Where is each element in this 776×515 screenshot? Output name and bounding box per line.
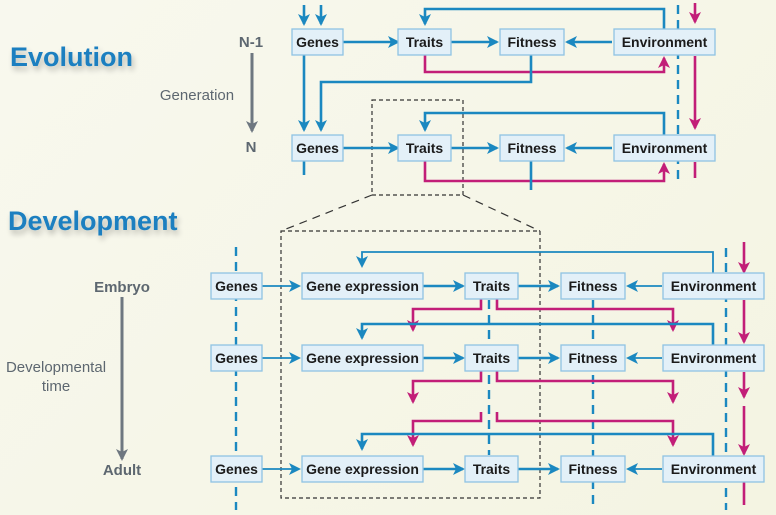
svg-text:Traits: Traits — [473, 350, 511, 366]
node-gene-expression: Gene expression — [301, 272, 424, 300]
svg-text:Gene expression: Gene expression — [306, 461, 419, 477]
svg-text:Environment: Environment — [671, 461, 757, 477]
node-fitness: Fitness — [560, 344, 626, 372]
svg-text:Environment: Environment — [622, 34, 708, 50]
environment-to-traits-arrow — [419, 7, 666, 29]
environment-to-expression-arrow — [356, 322, 715, 345]
development-end-label: Adult — [103, 462, 141, 479]
svg-text:Gene expression: Gene expression — [306, 350, 419, 366]
node-genes: Genes — [291, 134, 344, 162]
svg-text:Fitness: Fitness — [568, 350, 617, 366]
svg-text:Genes: Genes — [215, 278, 258, 294]
node-traits: Traits — [397, 134, 452, 162]
development-zoom-region — [280, 230, 541, 499]
node-gene-expression: Gene expression — [301, 455, 424, 483]
generation-axis-label: Generation — [160, 87, 234, 104]
traits-to-expression-feedback — [407, 371, 483, 404]
traits-to-environment-feedback — [495, 299, 679, 332]
svg-text:Genes: Genes — [215, 350, 258, 366]
svg-text:Fitness: Fitness — [568, 278, 617, 294]
node-environment: Environment — [613, 28, 716, 56]
traits-to-environment-arrow — [423, 55, 670, 74]
zoom-connector-left — [280, 194, 373, 232]
node-environment: Environment — [662, 344, 765, 372]
node-fitness: Fitness — [499, 28, 565, 56]
svg-text:Genes: Genes — [215, 461, 258, 477]
development-title: Development — [8, 206, 178, 236]
generation-start-label: N-1 — [239, 34, 263, 51]
development-start-label: Embryo — [94, 279, 150, 296]
svg-text:Environment: Environment — [671, 278, 757, 294]
svg-text:Genes: Genes — [296, 34, 339, 50]
development-nodes: Genes Gene expression Traits Fitness Env… — [210, 272, 765, 483]
node-fitness: Fitness — [560, 272, 626, 300]
node-traits: Traits — [464, 272, 519, 300]
node-fitness: Fitness — [499, 134, 565, 162]
traits-to-environment-feedback — [495, 371, 679, 404]
node-fitness: Fitness — [560, 455, 626, 483]
node-genes: Genes — [210, 272, 263, 300]
svg-text:Traits: Traits — [406, 140, 444, 156]
environment-to-traits-arrow — [419, 111, 666, 135]
node-environment: Environment — [613, 134, 716, 162]
node-gene-expression: Gene expression — [301, 344, 424, 372]
svg-text:Gene expression: Gene expression — [306, 278, 419, 294]
environment-to-expression-arrow — [356, 432, 715, 456]
svg-text:Fitness: Fitness — [568, 461, 617, 477]
generation-end-label: N — [246, 139, 257, 156]
node-genes: Genes — [210, 455, 263, 483]
traits-to-environment-feedback — [495, 412, 679, 447]
development-axis-label-line1: Developmental — [6, 359, 106, 376]
svg-text:Fitness: Fitness — [507, 140, 556, 156]
svg-text:Fitness: Fitness — [507, 34, 556, 50]
svg-text:Environment: Environment — [622, 140, 708, 156]
node-environment: Environment — [662, 272, 765, 300]
node-environment: Environment — [662, 455, 765, 483]
development-axis-label-line2: time — [42, 378, 70, 395]
svg-text:Traits: Traits — [473, 278, 511, 294]
node-traits: Traits — [397, 28, 452, 56]
svg-text:Environment: Environment — [671, 350, 757, 366]
evolution-nodes: Genes Traits Fitness Environment Genes T… — [291, 28, 716, 162]
node-traits: Traits — [464, 344, 519, 372]
traits-to-environment-arrow — [423, 161, 670, 183]
svg-text:Traits: Traits — [406, 34, 444, 50]
environment-to-expression-arrow — [356, 251, 714, 273]
traits-to-expression-feedback — [407, 299, 483, 332]
node-genes: Genes — [210, 344, 263, 372]
node-genes: Genes — [291, 28, 344, 56]
svg-text:Traits: Traits — [473, 461, 511, 477]
fitness-to-next-genes-arrow — [315, 55, 533, 132]
evolution-connectors — [298, 3, 701, 190]
traits-to-expression-feedback — [407, 412, 483, 447]
zoom-connector-right — [462, 194, 541, 232]
node-traits: Traits — [464, 455, 519, 483]
evolution-title: Evolution — [10, 42, 133, 72]
svg-text:Genes: Genes — [296, 140, 339, 156]
